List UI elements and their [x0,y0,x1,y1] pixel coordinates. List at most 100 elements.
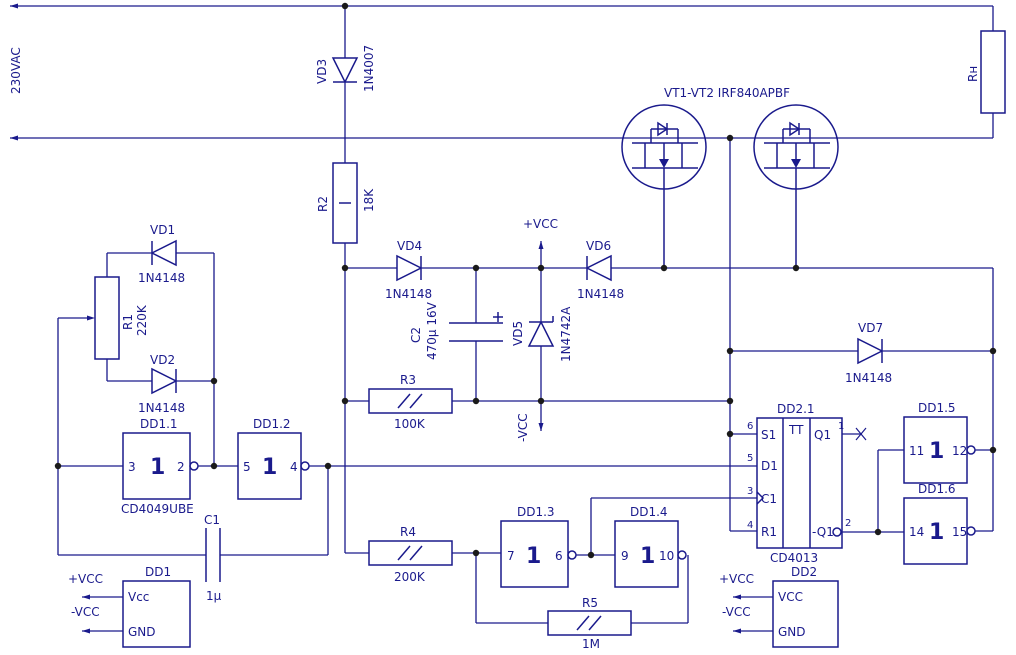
ac-line-rail [10,3,994,141]
dd14-label: DD1.4 [630,505,668,519]
supply-rail [345,254,994,531]
r5-label: R5 [582,596,598,610]
ff-num-6: 6 [747,421,753,432]
ff-num-1: 1 [838,421,844,432]
c2-value: 470μ 16V [425,301,439,360]
r2-label: R2 [316,196,330,212]
dd1-6-inverter [903,497,993,565]
r4-label: R4 [400,525,416,539]
dd14-pin-out: 10 [659,549,674,563]
vd5-value: 1N4742A [559,306,573,362]
vd3-diode [331,6,359,163]
vd2-value: 1N4148 [138,401,185,415]
dd15-pin-in: 11 [909,444,924,458]
ff-pin-d: D1 [761,459,778,473]
ff-pin-nq: -Q1 [812,525,834,539]
dd2-power-box [733,580,839,648]
ff-pin-r: R1 [761,525,777,539]
dd13-label: DD1.3 [517,505,555,519]
dd1-label: DD1 [145,565,171,579]
r3-value: 100K [394,417,426,431]
r2-value: 18K [362,188,376,212]
vd1-diode [107,239,215,466]
dd14-pin-in: 9 [621,549,629,563]
dd11-symbol: 1 [150,455,165,480]
dd2-pin-gnd: GND [778,625,806,639]
dd1-4-inverter [614,520,687,588]
vd1-value: 1N4148 [138,271,185,285]
vt-label: VT1-VT2 IRF840APBF [664,86,790,100]
dd1-neg-label: -VCC [71,605,100,619]
vd5-zener [527,241,555,431]
vd4-value: 1N4148 [385,287,432,301]
vcc-neg-mid: -VCC [516,413,530,442]
vd3-value: 1N4007 [362,45,376,92]
vd7-value: 1N4148 [845,371,892,385]
dd1-pin-vcc: Vcc [128,590,149,604]
dd16-pin-out: 15 [952,525,967,539]
vd2-label: VD2 [150,353,175,367]
dd13-pin-in: 7 [507,549,515,563]
vd7-diode [730,337,993,365]
c1-label: C1 [204,513,220,527]
dd21-tt: TT [788,423,804,437]
r4-value: 200K [394,570,426,584]
dd12-pin-in: 5 [243,460,251,474]
vt1-mosfet [621,104,707,268]
r5-resistor [475,553,689,636]
vd4-label: VD4 [397,239,422,253]
dd2-label: DD2 [791,565,817,579]
dd1-pin-gnd: GND [128,625,156,639]
ff-num-2: 2 [845,518,851,529]
dd1-power-box [82,580,191,648]
vd3-label: VD3 [315,59,329,84]
ff-num-3: 3 [747,486,753,497]
nq-wiring [841,449,904,533]
load-resistor-rh: Rн [966,30,1006,114]
rh-label: Rн [966,66,980,82]
dd16-pin-in: 14 [909,525,924,539]
ff-pin-q: Q1 [814,428,831,442]
dd21-part: CD4013 [770,551,818,565]
c2-label: C2 [409,327,423,343]
dd15-symbol: 1 [929,439,944,464]
ac-label: 230VAC [9,47,23,94]
r3-label: R3 [400,373,416,387]
dd11-pin-out: 2 [177,460,185,474]
r3-resistor [345,388,730,414]
dd13-symbol: 1 [526,544,541,569]
r5-value: 1M [582,637,600,651]
dd15-label: DD1.5 [918,401,956,415]
dd12-label: DD1.2 [253,417,291,431]
ff-num-4: 4 [747,520,753,531]
vd5-label: VD5 [511,321,525,346]
r1-label: R1 [121,314,135,330]
dd2-1-flipflop [756,417,843,549]
junction-dots [54,2,997,559]
dd2-pin-vcc: VCC [778,590,803,604]
dd21-label: DD2.1 [777,402,815,416]
r1-potentiometer [57,253,120,555]
r2-resistor [332,162,358,553]
vcc-pos-top: +VCC [523,217,558,231]
c1-value: 1μ [206,589,222,603]
ff-pin-s: S1 [761,428,776,442]
dd16-symbol: 1 [929,520,944,545]
c1-capacitor [58,528,328,582]
r1-value: 220K [135,304,149,336]
dd12-symbol: 1 [262,455,277,480]
nc-mark-2 [855,427,867,441]
vt2-mosfet [753,104,839,268]
vd6-label: VD6 [586,239,611,253]
dd11-label: DD1.1 [140,417,178,431]
vd1-label: VD1 [150,223,175,237]
dd2-vcc-label: +VCC [719,572,754,586]
vd2-diode [107,367,214,395]
ff-pin-c: C1 [761,492,777,506]
dd14-symbol: 1 [640,544,655,569]
dd2-neg-label: -VCC [722,605,751,619]
vd6-value: 1N4148 [577,287,624,301]
dd12-pin-out: 4 [290,460,298,474]
vd7-label: VD7 [858,321,883,335]
